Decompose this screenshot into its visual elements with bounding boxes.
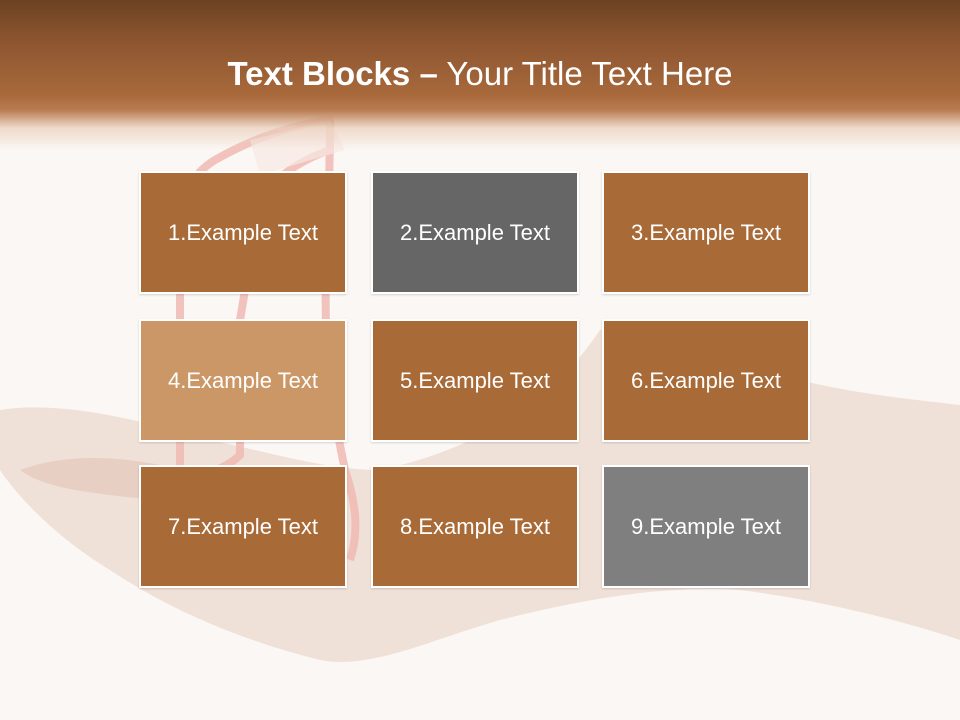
text-block-8[interactable]: 8.Example Text xyxy=(371,465,579,588)
title-bold-part: Text Blocks xyxy=(227,55,411,92)
text-block-8-label: 8.Example Text xyxy=(399,513,550,539)
text-blocks-grid: 1.Example Text 2.Example Text 3.Example … xyxy=(139,171,814,593)
text-block-2[interactable]: 2.Example Text xyxy=(371,171,579,294)
text-block-5[interactable]: 5.Example Text xyxy=(371,319,579,442)
text-block-1[interactable]: 1.Example Text xyxy=(139,171,347,294)
header-band xyxy=(0,0,960,150)
text-block-3-label: 3.Example Text xyxy=(630,219,781,245)
text-block-6-label: 6.Example Text xyxy=(630,367,781,393)
text-block-1-label: 1.Example Text xyxy=(167,219,318,245)
text-block-4-label: 4.Example Text xyxy=(167,367,318,393)
text-block-9[interactable]: 9.Example Text xyxy=(602,465,810,588)
text-block-4[interactable]: 4.Example Text xyxy=(139,319,347,442)
text-block-6[interactable]: 6.Example Text xyxy=(602,319,810,442)
text-block-9-label: 9.Example Text xyxy=(630,513,781,539)
text-block-5-label: 5.Example Text xyxy=(399,367,550,393)
text-block-2-label: 2.Example Text xyxy=(399,219,550,245)
slide-title[interactable]: Text Blocks – Your Title Text Here xyxy=(0,52,960,96)
text-block-3[interactable]: 3.Example Text xyxy=(602,171,810,294)
text-block-7-label: 7.Example Text xyxy=(167,513,318,539)
title-rest-part: Your Title Text Here xyxy=(446,55,733,92)
title-dash: – xyxy=(419,55,438,92)
text-block-7[interactable]: 7.Example Text xyxy=(139,465,347,588)
